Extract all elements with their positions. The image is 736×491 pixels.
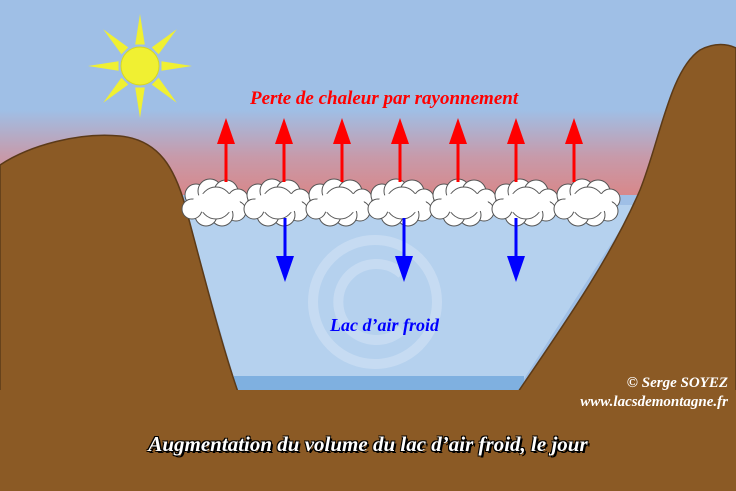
cloud-layer [181,178,621,227]
up-arrows [217,118,583,182]
sun-ray [103,29,129,55]
sun-ray [151,29,177,55]
ground [0,390,736,491]
sun-ray [135,87,145,118]
copyright-icon [308,235,442,369]
sun-ray [88,61,119,71]
cloud [553,178,621,227]
up-arrow [449,118,467,182]
cold-air-lake-label: Lac d’air froid [330,315,439,335]
sun-ray [151,77,177,103]
sun-ray [103,77,129,103]
caption: Augmentation du volume du lac d’air froi… [148,432,588,456]
up-arrow [565,118,583,182]
cloud [367,178,435,227]
down-arrows [276,218,525,282]
radiation-label: Perte de chaleur par rayonnement [250,88,519,109]
lake-water [234,376,524,390]
up-arrow [507,118,525,182]
cloud [305,178,373,227]
up-arrow [391,118,409,182]
sun-icon [88,14,192,118]
credit-url: www.lacsdemontagne.fr [580,394,728,410]
down-arrow [507,218,525,282]
down-arrow [276,218,294,282]
down-arrow [395,218,413,282]
cloud [429,178,497,227]
cloud [243,178,311,227]
cloud [491,178,559,227]
credit-block: © Serge SOYEZ www.lacsdemontagne.fr [580,374,728,412]
up-arrow [333,118,351,182]
cold-air-lake [180,205,640,385]
up-arrow [275,118,293,182]
sun-ray [135,14,145,45]
cloud [181,178,249,227]
up-arrow [217,118,235,182]
left-mountain [0,134,240,393]
credit-author: © Serge SOYEZ [626,375,728,391]
right-mountain [516,43,736,393]
sun-ray [161,61,192,71]
